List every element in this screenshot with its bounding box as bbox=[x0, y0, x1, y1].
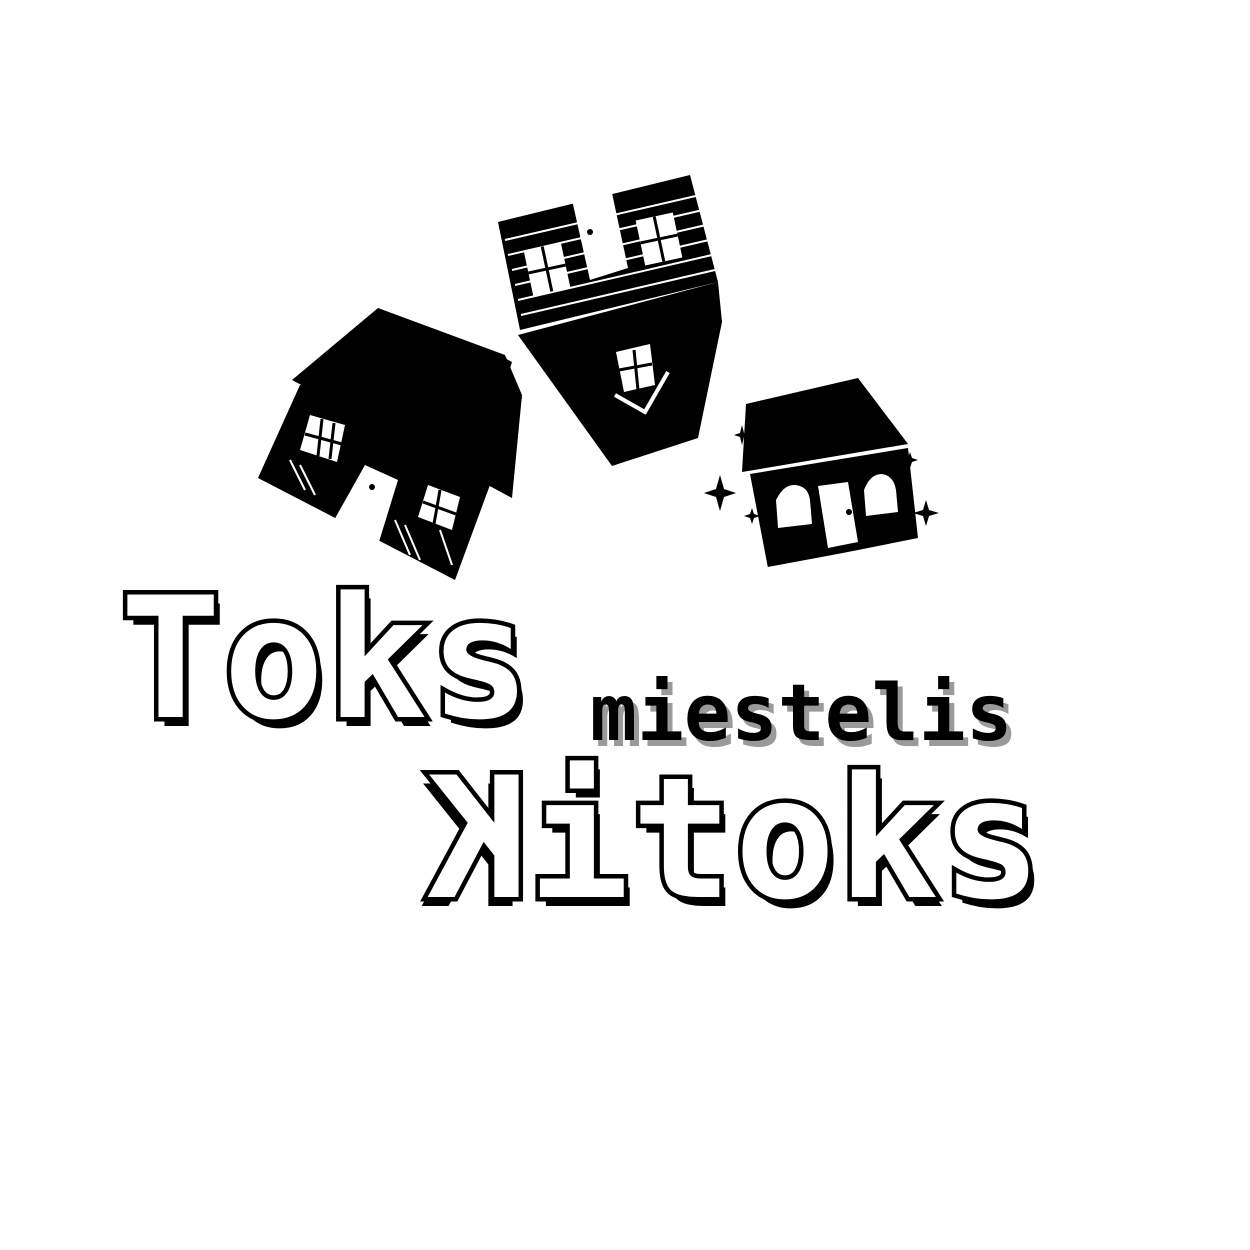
window-icon bbox=[300, 415, 345, 462]
house-upside-down-icon bbox=[498, 175, 722, 466]
sparkle-icon bbox=[704, 425, 939, 526]
house-left-icon bbox=[258, 308, 522, 580]
window-icon bbox=[523, 242, 571, 296]
logo-word-kitoks-rest: itoks bbox=[524, 741, 1047, 937]
house-small-icon bbox=[742, 378, 919, 569]
logo-word-miestelis: miestelis bbox=[590, 669, 1013, 759]
window-icon bbox=[418, 485, 460, 530]
window-icon bbox=[635, 212, 683, 266]
logo-word-toks: Toks bbox=[116, 561, 536, 757]
logo-word-kitoks: Kitoks bbox=[421, 737, 1047, 942]
mirrored-k: K bbox=[421, 737, 533, 942]
